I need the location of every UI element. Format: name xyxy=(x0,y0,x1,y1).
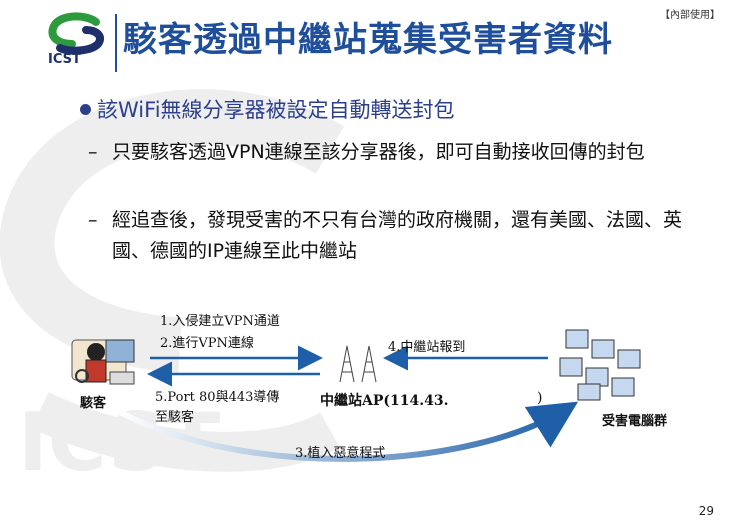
subpoint-dash: – xyxy=(88,141,98,163)
arrow-malware-implant xyxy=(118,401,579,462)
main-bullet-text: 該WiFi無線分享器被設定自動轉送封包 xyxy=(97,98,455,122)
step3-label: 3.植入惡意程式 xyxy=(295,446,386,461)
subpoint-text: 經追查後，發現受害的不只有台灣的政府機關，還有美國、法國、英國、德國的IP連線至… xyxy=(112,209,683,262)
subpoint-1: – 只要駭客透過VPN連線至該分享器後，即可自動接收回傳的封包 xyxy=(88,137,708,199)
bullet-dot-icon xyxy=(80,103,91,115)
victim-computers-icon xyxy=(559,329,641,401)
step4-label: 4.中繼站報到 xyxy=(388,340,466,355)
step5-label-line2: 至駭客 xyxy=(155,410,195,425)
svg-text:ICST: ICST xyxy=(18,396,221,489)
classification-label: 【內部使用】 xyxy=(660,10,720,21)
subpoint-dash: – xyxy=(88,209,98,231)
page-title: 駭客透過中繼站蒐集受害者資料 xyxy=(123,20,613,60)
subpoint-2: – 經追查後，發現受害的不只有台灣的政府機關，還有美國、法國、英國、德國的IP連… xyxy=(88,205,708,267)
hacker-label: 駭客 xyxy=(80,396,107,411)
relay-label: 中繼站AP(114.43. xyxy=(320,393,449,409)
relay-label-end: ) xyxy=(537,390,543,406)
step2-label: 2.進行VPN連線 xyxy=(160,336,254,351)
main-bullet: 該WiFi無線分享器被設定自動轉送封包 xyxy=(80,94,455,124)
victims-label: 受害電腦群 xyxy=(602,414,668,429)
page-number: 29 xyxy=(698,504,714,518)
relay-tower-icon xyxy=(339,345,377,383)
title-divider xyxy=(115,14,117,72)
hacker-icon xyxy=(71,339,135,385)
step5-label-line1: 5.Port 80與443導傳 xyxy=(155,390,280,405)
step1-label: 1.入侵建立VPN通道 xyxy=(160,314,280,329)
logo-text: ICST xyxy=(48,52,81,67)
subpoint-text: 只要駭客透過VPN連線至該分享器後，即可自動接收回傳的封包 xyxy=(112,141,645,163)
icst-logo-icon xyxy=(48,12,105,55)
